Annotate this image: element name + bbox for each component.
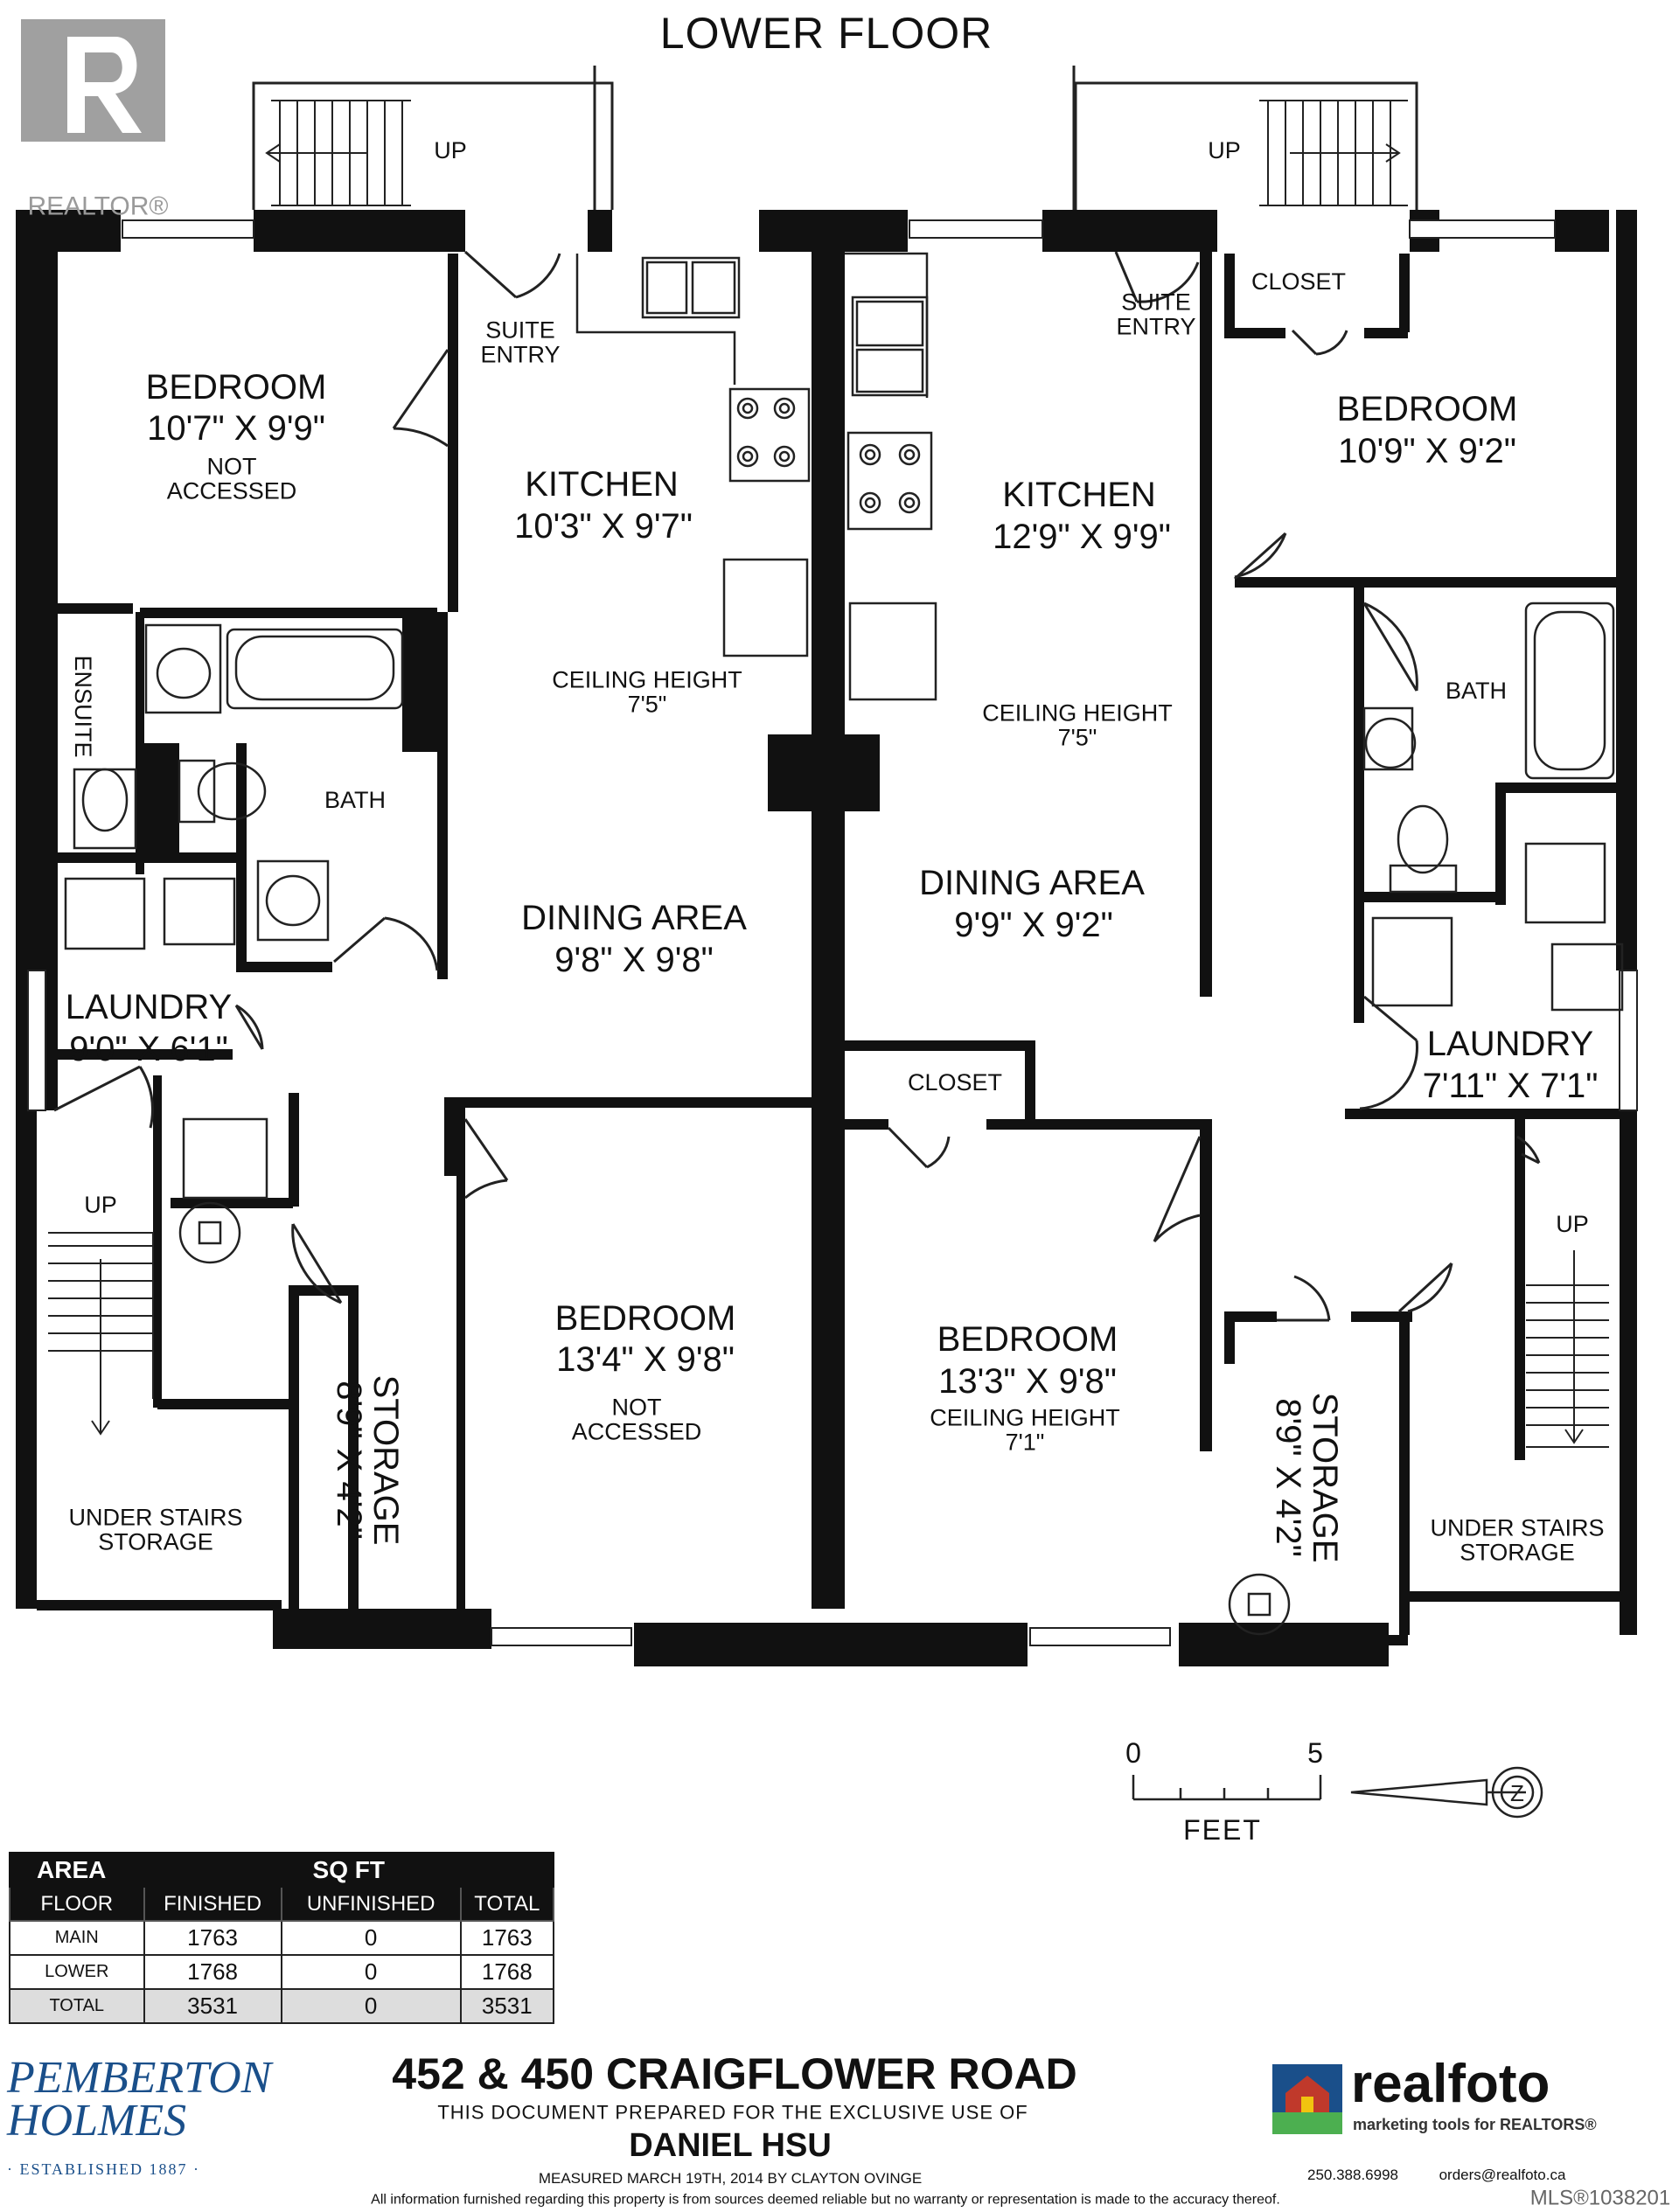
row-main-total: 1763 (459, 1920, 555, 1956)
doors (53, 250, 1541, 1322)
pemberton-holmes-logo: PEMBERTON HOLMES · ESTABLISHED 1887 · (7, 2053, 272, 2188)
row-lower-finished: 1768 (143, 1954, 282, 1990)
house-icon (1272, 2064, 1342, 2134)
under-stairs-east: UNDER STAIRS STORAGE (1430, 1514, 1605, 1566)
realfoto-phone: 250.388.6998 (1307, 2167, 1398, 2184)
table-row: TOTAL 3531 0 3531 (9, 1988, 555, 2024)
bedroom-sw-note: NOT ACCESSED (571, 1394, 702, 1445)
realfoto-email: orders@realfoto.ca (1439, 2167, 1566, 2184)
ceiling-height-west: CEILING HEIGHT 7'5" (552, 666, 742, 718)
bedroom-nw-note: NOT ACCESSED (166, 453, 297, 504)
area-table: AREA SQ FT FLOOR FINISHED UNFINISHED TOT… (9, 1852, 555, 2024)
realfoto-logo: realfoto marketing tools for REALTORS® (1268, 2053, 1635, 2158)
kitchen-east-dims: 12'9" X 9'9" (993, 518, 1171, 556)
page-title: LOWER FLOOR (659, 8, 993, 58)
bedroom-nw-name: BEDROOM (145, 368, 327, 407)
exterior-stairs (252, 66, 1418, 210)
client-name: DANIEL HSU (629, 2127, 832, 2165)
row-main-unfinished: 0 (280, 1920, 462, 1956)
scale-zero: 0 (1125, 1737, 1141, 1770)
dining-west-dims: 9'8" X 9'8" (554, 941, 714, 979)
disclaimer-text: All information furnished regarding this… (371, 2192, 1280, 2208)
row-lower-total: 1768 (459, 1954, 555, 1990)
bedroom-ne-name: BEDROOM (1336, 390, 1518, 428)
scale-five: 5 (1307, 1737, 1323, 1770)
up-label-southwest: UP (84, 1191, 117, 1218)
up-label-west: UP (434, 136, 467, 163)
fixtures (64, 252, 1624, 1636)
realfoto-tagline: marketing tools for REALTORS® (1353, 2116, 1597, 2133)
kitchen-east-name: KITCHEN (1002, 476, 1156, 514)
interior-stairs (48, 1232, 1609, 1448)
laundry-west-dims: 9'0" X 6'1" (69, 1030, 228, 1068)
row-main-finished: 1763 (143, 1920, 282, 1956)
realfoto-wordmark: realfoto (1351, 2054, 1550, 2114)
row-total-finished: 3531 (143, 1988, 282, 2024)
closet-mid-label: CLOSET (907, 1068, 1003, 1096)
dining-east-name: DINING AREA (919, 864, 1145, 902)
storage-west: STORAGE 8'9" X 4'2" (330, 1374, 405, 1546)
ceiling-height-east: CEILING HEIGHT 7'5" (982, 699, 1173, 751)
realtor-logo (10, 10, 179, 185)
kitchen-west-name: KITCHEN (525, 465, 679, 504)
property-address: 452 & 450 CRAIGFLOWER ROAD (392, 2049, 1077, 2098)
dining-west-name: DINING AREA (521, 899, 747, 937)
storage-east: STORAGE 8'9" X 4'2" (1269, 1392, 1344, 1563)
established-label: · ESTABLISHED 1887 · (7, 2160, 201, 2178)
area-title: AREA (9, 1852, 145, 1888)
row-lower-label: LOWER (9, 1954, 145, 1990)
row-total-label: TOTAL (9, 1988, 145, 2024)
laundry-east-name: LAUNDRY (1426, 1025, 1594, 1063)
scale-unit: FEET (1183, 1814, 1262, 1847)
row-lower-unfinished: 0 (280, 1954, 462, 1990)
ensuite-label: ENSUITE (70, 655, 97, 758)
scale-bar (1132, 1775, 1322, 1801)
under-stairs-west: UNDER STAIRS STORAGE (68, 1504, 243, 1555)
table-row: LOWER 1768 0 1768 (9, 1954, 555, 1990)
col-finished: FINISHED (143, 1886, 282, 1922)
laundry-west-name: LAUNDRY (65, 988, 233, 1026)
bath-west-label: BATH (324, 786, 387, 813)
col-floor: FLOOR (9, 1886, 145, 1922)
svg-text:Z: Z (1510, 1780, 1524, 1806)
row-main-label: MAIN (9, 1920, 145, 1956)
row-total-unfinished: 0 (280, 1988, 462, 2024)
bedroom-se-dims: 13'3" X 9'8" (938, 1362, 1117, 1401)
col-unfinished: UNFINISHED (280, 1886, 462, 1922)
bedroom-sw-name: BEDROOM (554, 1299, 736, 1338)
up-label-southeast: UP (1556, 1210, 1589, 1237)
bedroom-se-name: BEDROOM (937, 1320, 1118, 1359)
bedroom-ne-dims: 10'9" X 9'2" (1338, 432, 1516, 470)
suite-entry-east: SUITE ENTRY (1116, 289, 1196, 340)
closet-ne-label: CLOSET (1251, 268, 1347, 295)
bedroom-se-note: CEILING HEIGHT 7'1" (930, 1404, 1120, 1456)
kitchen-west-dims: 10'3" X 9'7" (514, 507, 693, 546)
walls (16, 210, 1637, 1666)
up-label-east: UP (1208, 136, 1241, 163)
windows (27, 219, 1638, 1646)
bath-east-label: BATH (1445, 677, 1508, 704)
pemberton-wordmark: PEMBERTON HOLMES (7, 2053, 272, 2146)
sqft-title: SQ FT (143, 1852, 554, 1888)
bedroom-nw-dims: 10'7" X 9'9" (147, 409, 325, 448)
dining-east-dims: 9'9" X 9'2" (954, 906, 1113, 944)
table-row: MAIN 1763 0 1763 (9, 1920, 555, 1956)
col-total: TOTAL (459, 1886, 555, 1922)
mls-number: MLS®1038201 (1529, 2186, 1671, 2210)
prepared-for-text: THIS DOCUMENT PREPARED FOR THE EXCLUSIVE… (437, 2101, 1028, 2124)
laundry-east-dims: 7'11" X 7'1" (1422, 1067, 1599, 1105)
measured-text: MEASURED MARCH 19TH, 2014 BY CLAYTON OVI… (538, 2170, 923, 2188)
row-total-total: 3531 (459, 1988, 555, 2024)
bedroom-sw-dims: 13'4" X 9'8" (556, 1340, 735, 1379)
north-arrow-icon: Z (1350, 1766, 1543, 1819)
suite-entry-west: SUITE ENTRY (480, 316, 561, 368)
realtor-wordmark: REALTOR® (27, 191, 169, 221)
